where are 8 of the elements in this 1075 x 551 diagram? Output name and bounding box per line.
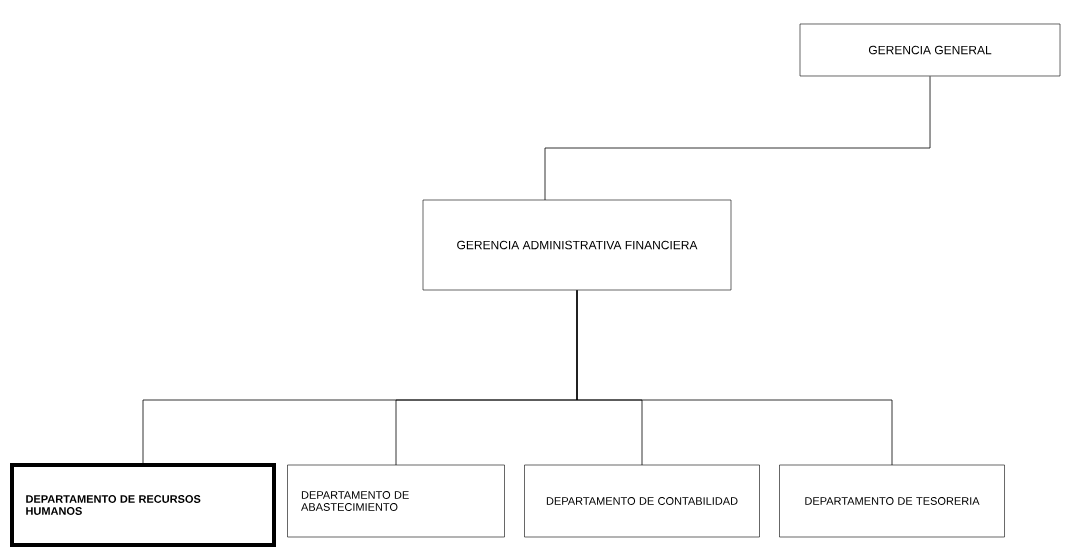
org-box: DEPARTAMENTO DE CONTABILIDAD [524, 464, 760, 538]
connector-line [576, 289, 893, 466]
org-box: GERENCIA ADMINISTRATIVA FINANCIERA [422, 199, 732, 291]
org-box: DEPARTAMENTO DE RECURSOS HUMANOS [10, 463, 276, 547]
org-box: DEPARTAMENTO DE ABASTECIMIENTO [287, 464, 505, 538]
org-box: DEPARTAMENTO DE TESORERIA [779, 464, 1005, 538]
connector-line [544, 75, 931, 201]
org-box: GERENCIA GENERAL [799, 23, 1061, 77]
